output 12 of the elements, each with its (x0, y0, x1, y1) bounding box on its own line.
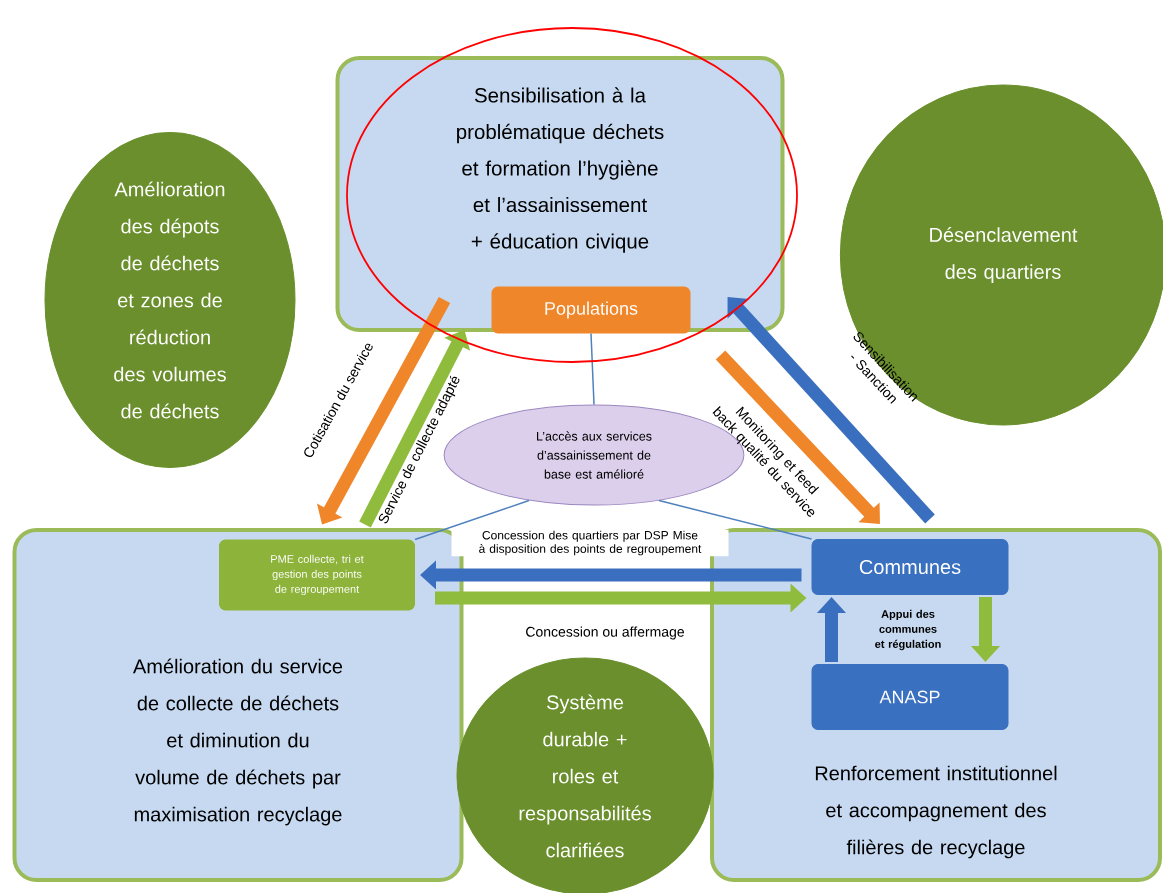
edge-label: Appui des communes et régulation (875, 609, 941, 651)
arrow (727, 297, 935, 524)
actor-box: PME collecte, tri et gestion des points de regroupement (219, 539, 415, 611)
actor-box: ANASP (811, 664, 1009, 730)
connector-line (414, 499, 530, 541)
actor-box: Communes (811, 539, 1009, 595)
connector-line (590, 332, 595, 406)
edge-label: Concession ou affermage (526, 626, 684, 640)
edge-label: Concession des quartiers par DSP Mise à disposition des points de regroupement (451, 529, 729, 557)
arrow (715, 350, 880, 524)
actor-box: Populations (491, 286, 691, 334)
connector-line (658, 499, 813, 540)
